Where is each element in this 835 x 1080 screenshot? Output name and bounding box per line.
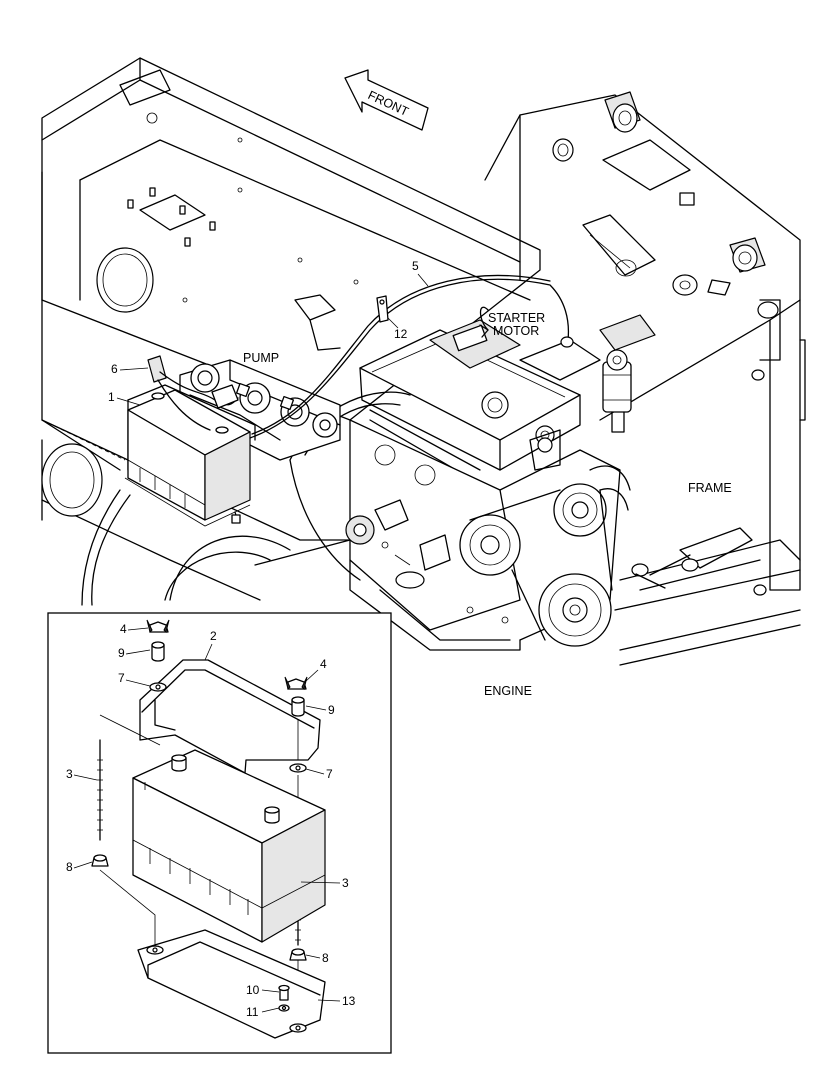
callout-7a: 7 (118, 671, 125, 685)
callout-8b: 8 (322, 951, 329, 965)
front-direction-arrow: FRONT (344, 69, 429, 131)
callout-7b: 7 (326, 767, 333, 781)
callout-11: 11 (246, 1005, 259, 1019)
callout-9b: 9 (328, 703, 335, 717)
battery-cables (157, 274, 574, 439)
engine-label: ENGINE (484, 684, 532, 698)
right-frame-tower (484, 91, 806, 666)
main-labels: PUMP STARTER MOTOR FRAME ENGINE 1 6 5 12 (108, 259, 732, 698)
pump-label: PUMP (243, 351, 279, 365)
callout-10: 10 (246, 983, 260, 997)
callout-9a: 9 (118, 646, 125, 660)
callout-4b: 4 (320, 657, 327, 671)
callout-8a: 8 (66, 860, 73, 874)
callout-6: 6 (111, 362, 118, 376)
callout-2: 2 (210, 629, 217, 643)
detail-leader-curve-inner (91, 494, 131, 606)
callout-3b: 3 (342, 876, 349, 890)
callout-5: 5 (412, 259, 419, 273)
machine-frame (41, 57, 541, 601)
frame-label: FRAME (688, 481, 732, 495)
callout-3a: 3 (66, 767, 73, 781)
battery-installed (124, 355, 256, 527)
starter-label-line1: STARTER (488, 311, 545, 325)
callout-1: 1 (108, 390, 115, 404)
callout-12: 12 (394, 327, 408, 341)
detail-leader-curve (81, 489, 121, 606)
callout-13: 13 (342, 994, 356, 1008)
starter-label-line2: MOTOR (493, 324, 539, 338)
detail-inset: 4 9 7 2 4 9 7 3 8 3 8 10 11 13 (47, 612, 392, 1054)
callout-4a: 4 (120, 622, 127, 636)
engine-assembly (289, 306, 656, 651)
